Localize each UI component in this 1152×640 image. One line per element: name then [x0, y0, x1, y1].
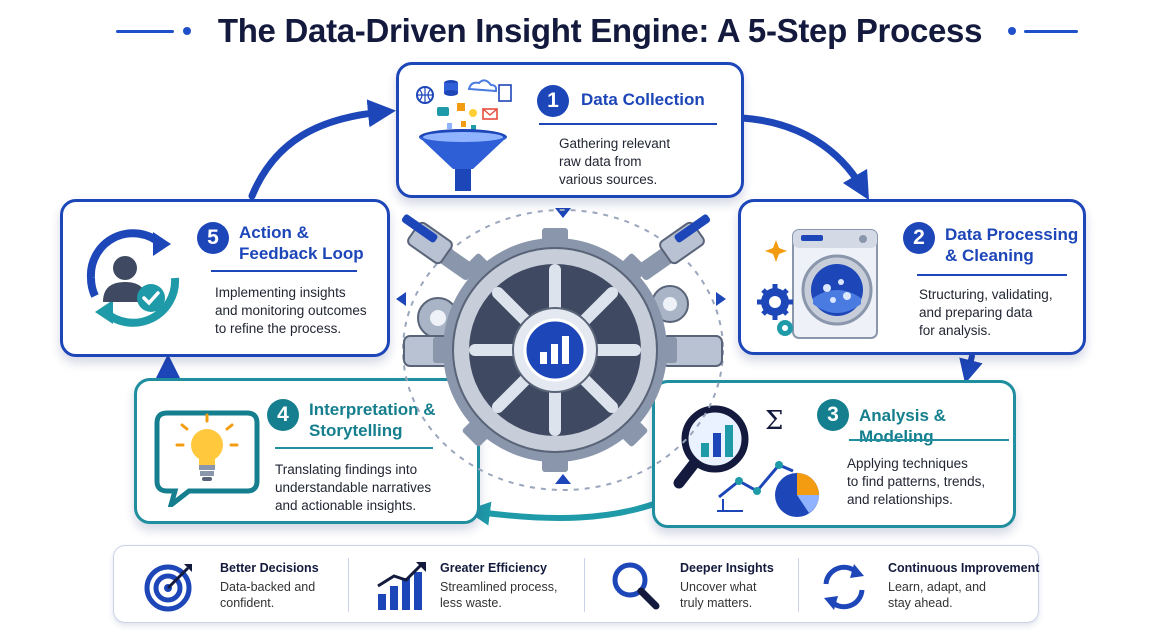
step-4-desc-line: and actionable insights. — [275, 498, 417, 513]
benefit-desc-line: stay ahead. — [888, 596, 953, 610]
step-card-1: 1 Data Collection Gathering relevant raw… — [396, 62, 744, 198]
step-2-desc-line: and preparing data — [919, 305, 1033, 320]
step-2-title-line: & Cleaning — [945, 246, 1034, 265]
step-5-title: Action & Feedback Loop — [239, 222, 364, 264]
step-card-2: 2 Data Processing & Cleaning Structuring… — [738, 199, 1086, 355]
benefit-description: Learn, adapt, and stay ahead. — [888, 579, 986, 611]
step-5-rule — [211, 270, 357, 272]
svg-text:Σ: Σ — [765, 406, 783, 436]
step-1-rule — [539, 123, 717, 125]
user-cycle-icon — [86, 229, 180, 327]
benefit-desc-line: Data-backed and — [220, 580, 316, 594]
step-4-title-line: Storytelling — [309, 421, 403, 440]
benefit-continuous-improvement: Continuous Improvement Learn, adapt, and… — [818, 546, 1040, 624]
step-3-title-line: Analysis & Modeling — [859, 406, 946, 446]
step-2-title-line: Data Processing — [945, 225, 1079, 244]
step-4-desc-line: understandable narratives — [275, 480, 432, 495]
arrow-step3-to-step4 — [466, 499, 663, 526]
benefit-title: Better Decisions — [220, 561, 319, 575]
step-2-rule — [917, 274, 1067, 276]
benefit-title: Deeper Insights — [680, 561, 774, 575]
benefit-desc-line: truly matters. — [680, 596, 753, 610]
step-1-title-line: Data Collection — [581, 90, 705, 109]
benefit-separator — [348, 558, 349, 612]
benefit-desc-line: less waste. — [440, 596, 502, 610]
step-2-desc-line: for analysis. — [919, 323, 992, 338]
step-4-title-line: Interpretation & — [309, 400, 436, 419]
step-3-description: Applying techniques to find patterns, tr… — [847, 455, 985, 509]
step-5-desc-line: Implementing insights — [215, 285, 346, 300]
benefit-better-decisions: Better Decisions Data-backed and confide… — [144, 546, 354, 624]
washing-machine-icon — [757, 229, 878, 339]
search-icon — [612, 562, 660, 610]
pointer-right — [716, 292, 726, 306]
arrow-step1-to-step2 — [738, 114, 870, 201]
step-1-number: 1 — [537, 85, 569, 117]
benefits-bar: Better Decisions Data-backed and confide… — [113, 545, 1039, 623]
benefit-desc-line: Uncover what — [680, 580, 757, 594]
benefit-desc-line: Streamlined process, — [440, 580, 558, 594]
benefit-description: Uncover what truly matters. — [680, 579, 756, 611]
step-4-number: 4 — [267, 399, 299, 431]
piston-right — [636, 214, 711, 280]
step-4-title: Interpretation & Storytelling — [309, 399, 436, 441]
benefit-separator — [584, 558, 585, 612]
target-icon — [144, 564, 192, 612]
step-1-desc-line: various sources. — [559, 172, 658, 187]
step-card-5: 5 Action & Feedback Loop Implementing in… — [60, 199, 390, 357]
step-3-desc-line: to find patterns, trends, — [847, 474, 986, 489]
benefit-desc-line: Learn, adapt, and — [888, 580, 986, 594]
pointer-left — [396, 292, 406, 306]
gear-right-small — [651, 285, 689, 323]
arrow-step5-to-step1 — [248, 99, 396, 200]
benefit-separator — [798, 558, 799, 612]
step-1-description: Gathering relevant raw data from various… — [559, 135, 670, 189]
benefit-description: Streamlined process, less waste. — [440, 579, 557, 611]
funnel-icon — [416, 79, 512, 191]
insight-engine — [401, 209, 724, 491]
benefit-title: Continuous Improvement — [888, 561, 1040, 575]
growth-chart-icon — [377, 562, 426, 610]
step-4-description: Translating findings into understandable… — [275, 461, 431, 515]
benefit-desc-line: confident. — [220, 596, 275, 610]
step-3-number: 3 — [817, 399, 849, 431]
step-5-title-line: Feedback Loop — [239, 244, 364, 263]
pointer-top — [555, 208, 571, 218]
title-rule-right — [1024, 30, 1078, 33]
step-5-title-line: Action & — [239, 223, 309, 242]
page-title: The Data-Driven Insight Engine: A 5-Step… — [217, 12, 983, 49]
pointer-bottom — [555, 474, 571, 484]
step-2-title: Data Processing & Cleaning — [945, 224, 1078, 266]
step-2-desc-line: Structuring, validating, — [919, 287, 1053, 302]
step-5-desc-line: and monitoring outcomes — [215, 303, 367, 318]
step-1-desc-line: raw data from — [559, 154, 642, 169]
arrow-step2-to-step3 — [959, 353, 983, 384]
lightbulb-icon — [154, 410, 260, 507]
step-4-rule — [275, 447, 433, 449]
step-5-description: Implementing insights and monitoring out… — [215, 284, 367, 338]
benefit-title: Greater Efficiency — [440, 561, 547, 575]
step-3-desc-line: Applying techniques — [847, 456, 968, 471]
step-2-description: Structuring, validating, and preparing d… — [919, 286, 1053, 340]
step-5-number: 5 — [197, 222, 229, 254]
step-4-desc-line: Translating findings into — [275, 462, 418, 477]
step-1-title: Data Collection — [581, 89, 705, 110]
bar-chart-icon — [523, 318, 587, 382]
benefit-description: Data-backed and confident. — [220, 579, 315, 611]
step-3-title: Analysis & Modeling — [859, 405, 1013, 447]
step-5-desc-line: to refine the process. — [215, 321, 342, 336]
step-3-desc-line: and relationships. — [847, 492, 953, 507]
step-2-number: 2 — [903, 222, 935, 254]
title-dot-left — [183, 27, 191, 35]
step-3-rule — [849, 439, 1009, 441]
title-bar: The Data-Driven Insight Engine: A 5-Step… — [0, 8, 1152, 56]
step-1-desc-line: Gathering relevant — [559, 136, 671, 151]
title-rule-left — [116, 30, 174, 33]
step-card-4: 4 Interpretation & Storytelling Translat… — [134, 378, 480, 524]
benefit-deeper-insights: Deeper Insights Uncover what truly matte… — [610, 546, 810, 624]
refresh-icon — [823, 564, 865, 610]
title-dot-right — [1008, 27, 1016, 35]
benefit-greater-efficiency: Greater Efficiency Streamlined process, … — [376, 546, 586, 624]
